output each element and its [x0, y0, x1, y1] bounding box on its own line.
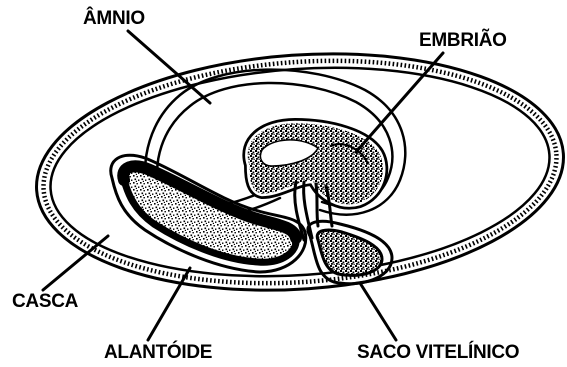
leader-saco [360, 283, 396, 340]
label-embriao: EMBRIÃO [419, 30, 507, 52]
label-amnio: ÂMNIO [83, 8, 145, 30]
label-alantoide: ALANTÓIDE [104, 342, 212, 364]
label-saco-vitelinico: SACO VITELÍNICO [357, 342, 519, 364]
leader-casca [43, 236, 108, 290]
label-casca: CASCA [12, 291, 78, 313]
